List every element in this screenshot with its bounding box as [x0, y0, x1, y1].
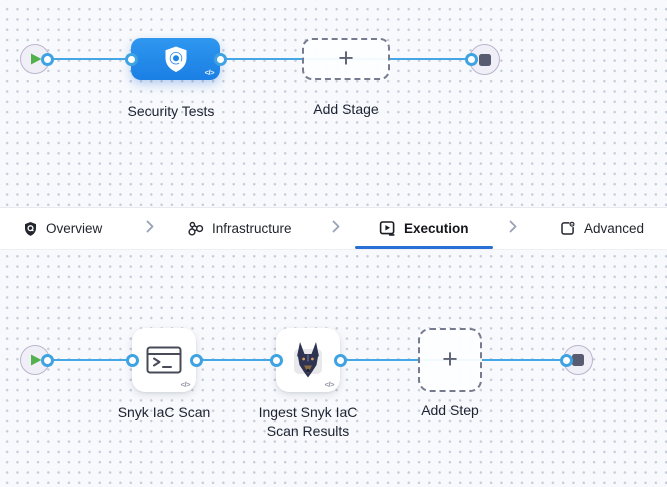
stage-node-security-tests[interactable]: </>	[131, 38, 220, 80]
shield-icon	[23, 221, 38, 237]
snyk-dog-icon	[289, 339, 327, 381]
connector-port[interactable]	[124, 52, 138, 66]
tab-infrastructure[interactable]: Infrastructure	[187, 208, 292, 249]
add-stage-label: Add Stage	[313, 101, 379, 117]
stage-config-tabbar: Overview Infrastructure	[0, 207, 667, 250]
terminal-icon	[146, 346, 182, 374]
connector-port[interactable]	[40, 52, 54, 66]
play-icon	[31, 53, 42, 65]
tab-label: Infrastructure	[212, 221, 292, 236]
code-badge-icon: </>	[180, 380, 191, 389]
chevron-right-icon	[509, 220, 517, 238]
tab-label: Execution	[404, 221, 469, 236]
add-step-label: Add Step	[421, 402, 479, 418]
stage-label: Security Tests	[127, 103, 215, 119]
connector-port[interactable]	[213, 52, 227, 66]
plus-icon: +	[338, 42, 354, 73]
code-badge-icon: </>	[324, 380, 335, 389]
connector-port[interactable]	[464, 52, 478, 66]
connector-port[interactable]	[333, 353, 347, 367]
connector-port[interactable]	[125, 353, 139, 367]
step-label: Snyk IaC Scan	[117, 404, 211, 420]
stage-connector-line	[47, 57, 471, 61]
add-step-button[interactable]: +	[418, 328, 482, 392]
tab-overview[interactable]: Overview	[23, 208, 102, 249]
tab-label: Advanced	[584, 221, 645, 236]
play-icon	[31, 354, 42, 366]
connector-port[interactable]	[189, 353, 203, 367]
security-tests-shield-icon	[161, 44, 191, 74]
chevron-right-icon	[332, 220, 340, 238]
add-stage-button[interactable]: +	[302, 38, 390, 80]
plus-icon: +	[442, 343, 458, 374]
connector-port[interactable]	[269, 353, 283, 367]
infrastructure-nodes-icon	[187, 220, 204, 237]
stop-icon	[572, 354, 584, 366]
connector-port[interactable]	[40, 353, 54, 367]
active-tab-indicator	[355, 246, 493, 249]
code-badge-icon: </>	[204, 68, 215, 77]
stop-icon	[478, 53, 491, 66]
tab-execution[interactable]: Execution	[379, 208, 469, 249]
step-label: Ingest Snyk IaC Scan Results	[258, 404, 358, 439]
connector-port[interactable]	[559, 353, 573, 367]
advanced-settings-icon	[559, 220, 576, 237]
step-node-snyk-iac-scan[interactable]: </>	[132, 328, 196, 392]
step-node-ingest-snyk-results[interactable]: </>	[276, 328, 340, 392]
execution-play-icon	[379, 220, 396, 237]
tab-advanced[interactable]: Advanced	[559, 208, 644, 249]
tab-label: Overview	[46, 221, 103, 236]
chevron-right-icon	[146, 220, 154, 238]
